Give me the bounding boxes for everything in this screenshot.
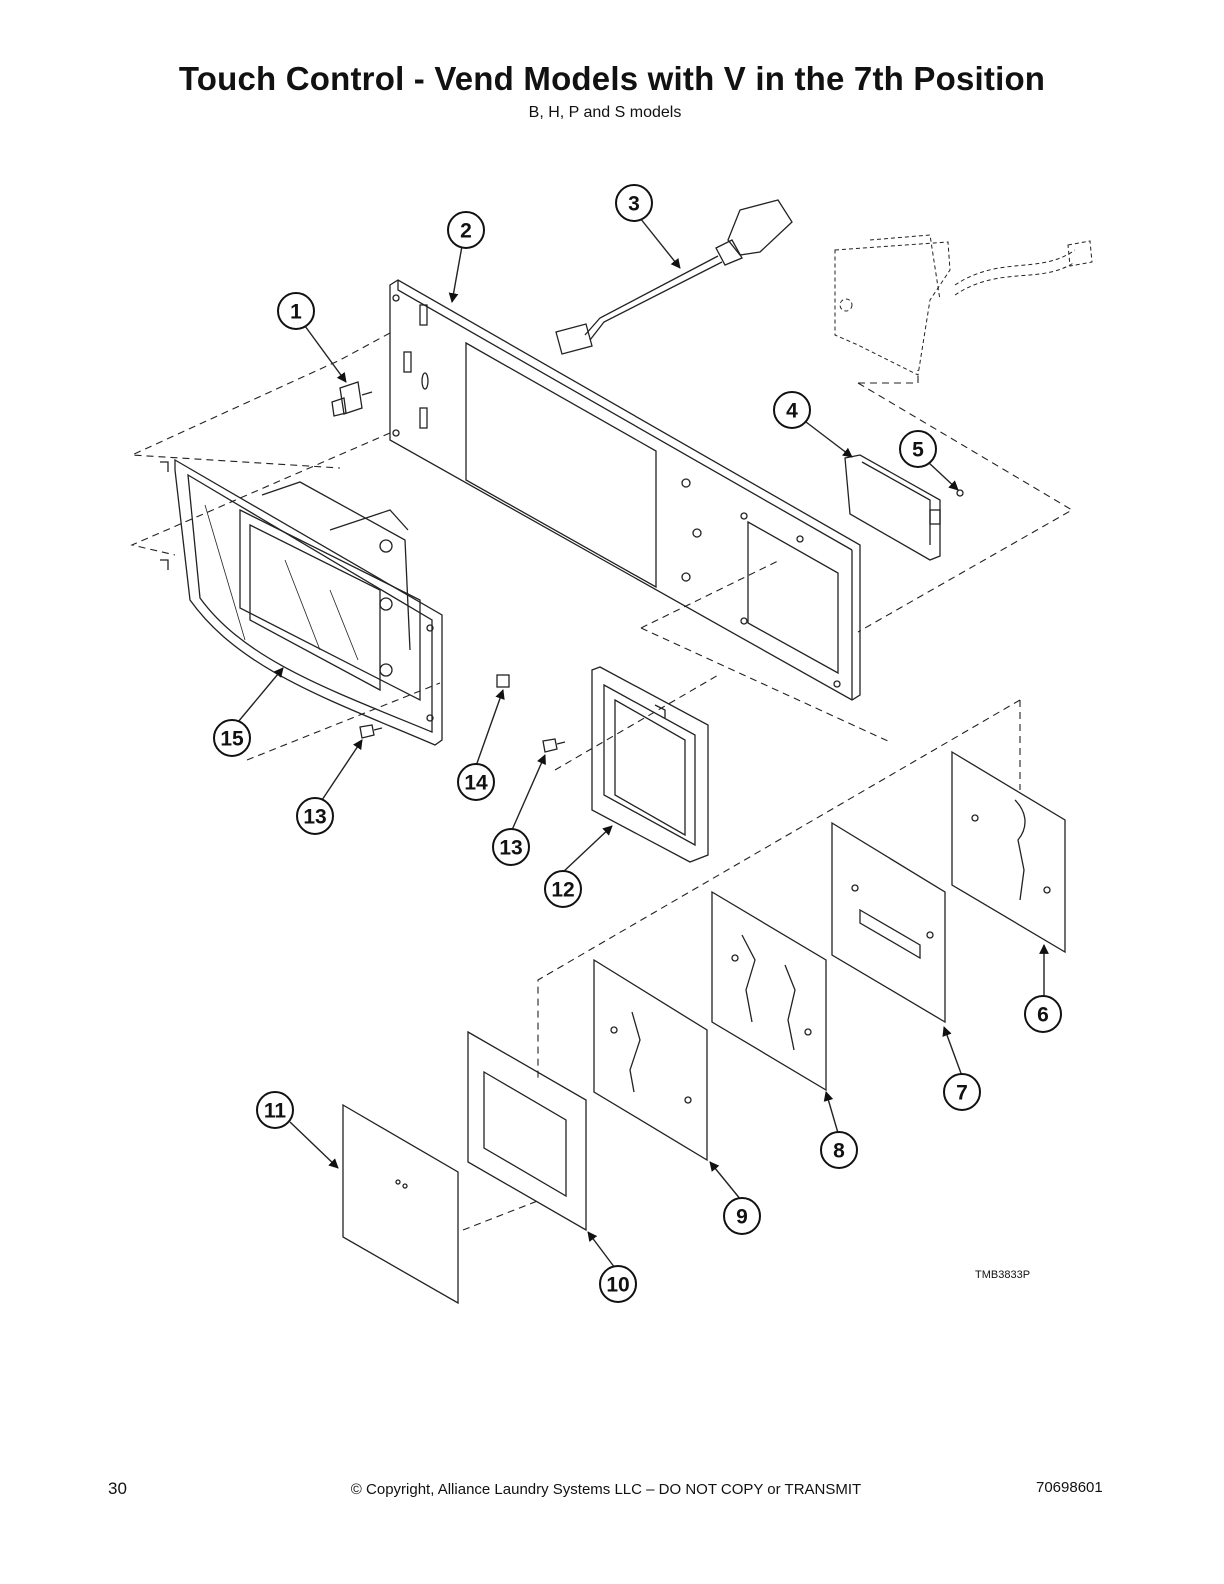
coin-plate-part-10 xyxy=(467,1030,587,1232)
callout-label-4: 4 xyxy=(786,400,798,423)
page-number: 30 xyxy=(108,1479,127,1498)
callout-circle-11 xyxy=(256,1091,294,1129)
harness-part-3 xyxy=(555,199,793,355)
callout-label-13: 13 xyxy=(499,837,522,860)
copyright-notice: © Copyright, Alliance Laundry Systems LL… xyxy=(350,1481,862,1498)
callout-circle-12 xyxy=(544,870,582,908)
callout-circle-3 xyxy=(615,184,653,222)
callout-label-1: 1 xyxy=(290,301,302,324)
callout-circle-7 xyxy=(943,1073,981,1111)
coin-plate-part-8 xyxy=(711,890,827,1092)
callout-label-10: 10 xyxy=(606,1274,629,1297)
callout-circle-2 xyxy=(447,211,485,249)
callout-label-3: 3 xyxy=(628,193,640,216)
callout-circle-13 xyxy=(492,828,530,866)
screw-part-13-left xyxy=(359,724,383,739)
callout-circle-8 xyxy=(820,1131,858,1169)
callout-label-7: 7 xyxy=(956,1082,968,1105)
callout-label-5: 5 xyxy=(912,439,924,462)
screw-part-13-right xyxy=(542,738,566,753)
page-subtitle: B, H, P and S models xyxy=(528,104,682,121)
callout-circle-13 xyxy=(296,797,334,835)
callout-circle-4 xyxy=(773,391,811,429)
callout-label-11: 11 xyxy=(264,1100,287,1123)
screw-part-5 xyxy=(956,489,964,497)
machine-reference-outline xyxy=(834,234,1093,376)
callout-circle-5 xyxy=(899,430,937,468)
document-number: 70698601 xyxy=(1036,1479,1103,1496)
callout-label-12: 12 xyxy=(551,879,574,902)
touch-display-part-15 xyxy=(160,458,443,746)
coin-plate-part-7 xyxy=(831,821,946,1024)
callout-circle-10 xyxy=(599,1265,637,1303)
callout-circle-6 xyxy=(1024,995,1062,1033)
coin-plate-part-6 xyxy=(951,750,1066,954)
callout-label-14: 14 xyxy=(464,772,488,795)
callout-label-2: 2 xyxy=(460,220,472,243)
callout-circle-14 xyxy=(457,763,495,801)
callout-label-13: 13 xyxy=(303,806,326,829)
callout-label-8: 8 xyxy=(833,1140,845,1163)
callout-circle-1 xyxy=(277,292,315,330)
assembly-guide-lines xyxy=(130,332,1074,1231)
callout-label-6: 6 xyxy=(1037,1004,1049,1027)
coin-plate-part-9 xyxy=(593,958,708,1162)
callout-circle-15 xyxy=(213,719,251,757)
switch-part-1 xyxy=(331,381,373,417)
callout-circle-9 xyxy=(723,1197,761,1235)
bracket-part-4 xyxy=(844,454,941,561)
callout-label-15: 15 xyxy=(220,728,244,751)
callout-label-9: 9 xyxy=(736,1206,748,1229)
page-title: Touch Control - Vend Models with V in th… xyxy=(178,60,1046,97)
clip-part-14 xyxy=(496,674,510,688)
control-panel-part-2 xyxy=(389,279,861,701)
bezel-frame-part-12 xyxy=(591,666,709,863)
figure-code: TMB3833P xyxy=(975,1269,1031,1281)
leader-lines xyxy=(237,217,1049,1269)
blank-plate-part-11 xyxy=(342,1103,459,1305)
